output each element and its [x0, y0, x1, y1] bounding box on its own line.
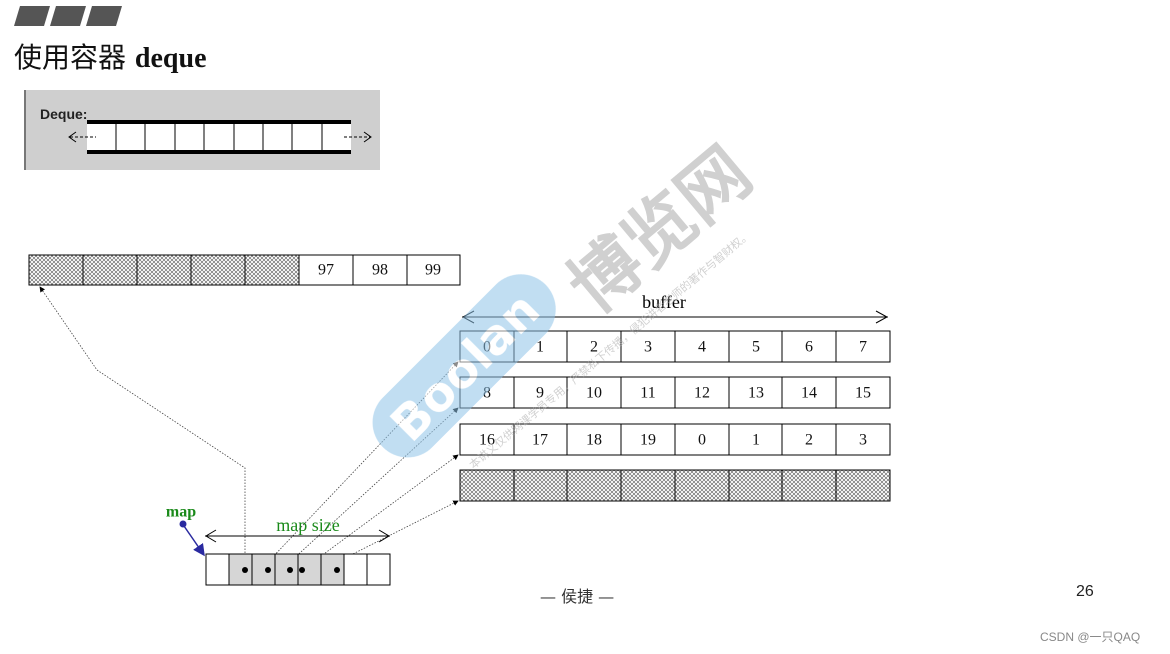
buffer-label: buffer [642, 292, 686, 312]
map-array [205, 553, 391, 586]
buffer-cell: 5 [752, 339, 760, 356]
right-arrow-icon [344, 131, 372, 143]
buffer-cell: 4 [698, 339, 706, 356]
buffer-cell: 9 [536, 385, 544, 402]
header-decoration [14, 6, 122, 26]
buffer-cell: 17 [532, 432, 548, 449]
buffer-cell: 11 [640, 385, 655, 402]
page-title: 使用容器 deque [14, 36, 207, 76]
buffer-cell: 6 [805, 339, 813, 356]
map-label: map [166, 504, 196, 521]
top-buffer-cell: 97 [318, 262, 334, 279]
deque-strip [68, 120, 372, 154]
buffer-cell: 14 [801, 385, 817, 402]
left-arrow-icon [68, 131, 96, 143]
buffer-cell: 13 [748, 385, 764, 402]
buffer-cell: 19 [640, 432, 656, 449]
buffer-cell: 7 [859, 339, 867, 356]
buffer-cell: 2 [805, 432, 813, 449]
deque-label: Deque: [40, 106, 88, 122]
buffer-row-empty [459, 469, 891, 502]
top-buffer-cell: 98 [372, 262, 388, 279]
buffer-cell: 18 [586, 432, 602, 449]
buffer-row-3: 16 17 18 19 0 1 2 3 [459, 423, 891, 456]
top-buffer: 97 98 99 [28, 254, 461, 286]
footer-author: — 侯捷 — [540, 587, 615, 606]
title-prefix: 使用容器 [14, 41, 127, 74]
buffer-cell: 8 [483, 385, 491, 402]
buffer-cell: 0 [698, 432, 706, 449]
map-pointer: map [166, 504, 205, 557]
buffer-cell: 1 [752, 432, 760, 449]
buffer-cell: 3 [859, 432, 867, 449]
buffer-cell: 1 [536, 339, 544, 356]
buffer-row-2: 8 9 10 11 12 13 14 15 [459, 376, 891, 409]
source-credit: CSDN @一只QAQ [1040, 630, 1141, 644]
page-number: 26 [1076, 583, 1094, 600]
buffer-cell: 16 [479, 432, 495, 449]
watermark: Boolan 博览网 本讲义仅供网课学员专用，严禁私下传播，侵犯讲者老师的著作与… [372, 131, 767, 472]
buffer-cell: 2 [590, 339, 598, 356]
buffer-cell: 3 [644, 339, 652, 356]
title-keyword: deque [134, 43, 207, 74]
buffer-cell: 10 [586, 385, 602, 402]
map-size-label: map size [276, 515, 339, 535]
buffer-cell: 12 [694, 385, 710, 402]
map-size-dimension: map size [205, 515, 390, 543]
top-buffer-cell: 99 [425, 262, 441, 279]
buffer-cell: 15 [855, 385, 871, 402]
